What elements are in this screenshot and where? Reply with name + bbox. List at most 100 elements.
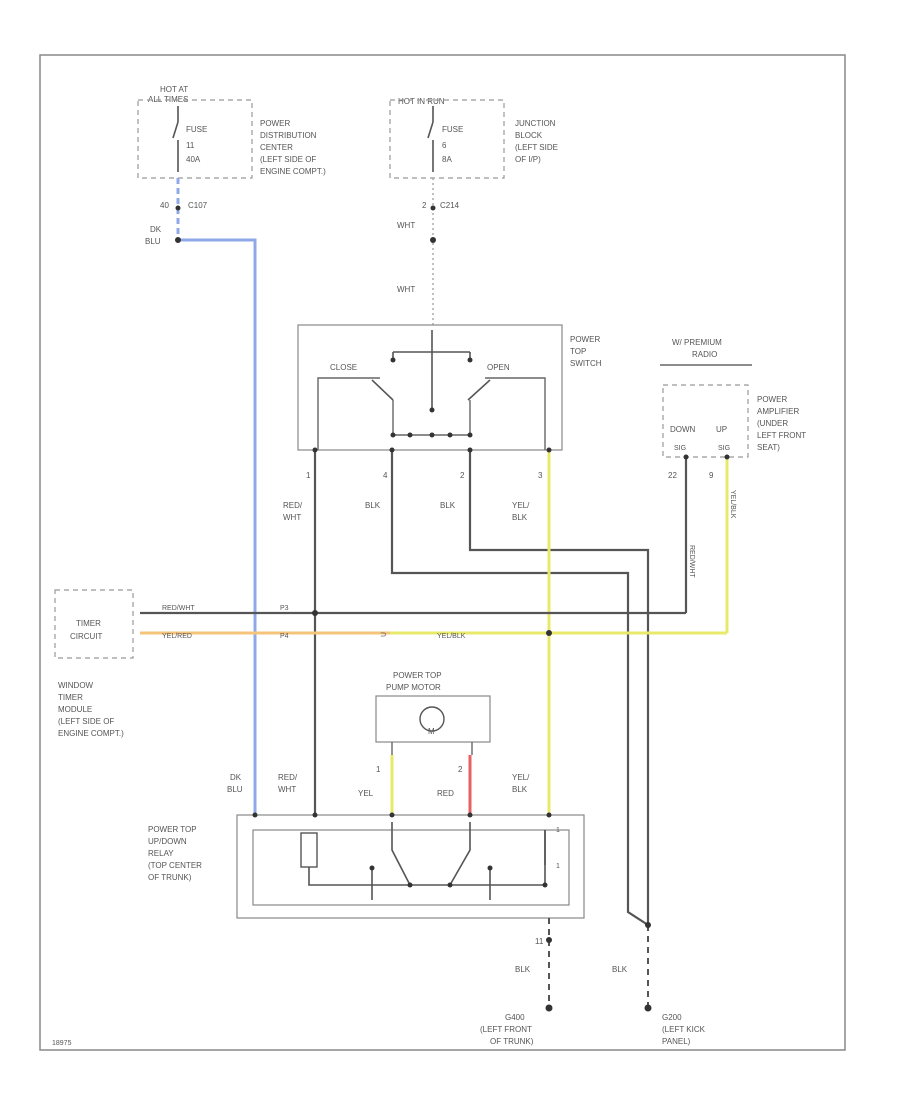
power-top-pump-motor: POWER TOP PUMP MOTOR M 1 2 bbox=[375, 671, 491, 774]
svg-text:OF I/P): OF I/P) bbox=[515, 155, 541, 164]
svg-text:WHT: WHT bbox=[397, 285, 415, 294]
svg-text:FUSE: FUSE bbox=[186, 125, 207, 134]
svg-text:RADIO: RADIO bbox=[692, 350, 717, 359]
diagram-frame bbox=[39, 54, 846, 1051]
svg-text:(TOP CENTER: (TOP CENTER bbox=[148, 861, 202, 870]
svg-text:(LEFT FRONT: (LEFT FRONT bbox=[480, 1025, 532, 1034]
svg-text:LEFT FRONT: LEFT FRONT bbox=[757, 431, 806, 440]
svg-text:11: 11 bbox=[535, 937, 544, 946]
svg-text:2: 2 bbox=[422, 201, 427, 210]
svg-text:CLOSE: CLOSE bbox=[330, 363, 357, 372]
svg-text:BLK: BLK bbox=[515, 965, 531, 974]
svg-text:4: 4 bbox=[383, 471, 388, 480]
svg-text:POWER: POWER bbox=[260, 119, 290, 128]
svg-text:POWER: POWER bbox=[757, 395, 787, 404]
svg-text:(UNDER: (UNDER bbox=[757, 419, 788, 428]
svg-text:PANEL): PANEL) bbox=[662, 1037, 691, 1046]
svg-text:YEL/RED: YEL/RED bbox=[162, 633, 192, 640]
svg-text:BLU: BLU bbox=[227, 785, 243, 794]
svg-text:RED/: RED/ bbox=[283, 501, 303, 510]
wire-blk-pin4 bbox=[390, 450, 649, 926]
fuse-hot-in-run: HOT IN RUN FUSE 6 8A JUNCTION BLOCK (LEF… bbox=[389, 97, 558, 294]
junction-block-label: JUNCTION BLOCK (LEFT SIDE OF I/P) bbox=[515, 119, 558, 164]
svg-text:8A: 8A bbox=[442, 155, 452, 164]
svg-text:(LEFT SIDE OF: (LEFT SIDE OF bbox=[260, 155, 316, 164]
svg-text:BLOCK: BLOCK bbox=[515, 131, 543, 140]
fuse-hot-at-all-times: HOT AT ALL TIMES FUSE 11 40A POWER DISTR… bbox=[137, 85, 326, 246]
svg-text:⊃: ⊃ bbox=[380, 630, 387, 639]
svg-text:40: 40 bbox=[160, 201, 169, 210]
svg-text:1: 1 bbox=[376, 765, 381, 774]
svg-text:MODULE: MODULE bbox=[58, 705, 92, 714]
svg-text:JUNCTION: JUNCTION bbox=[515, 119, 556, 128]
svg-text:HOT IN RUN: HOT IN RUN bbox=[398, 97, 445, 106]
window-timer-module: TIMER CIRCUIT WINDOW TIMER MODULE (LEFT … bbox=[54, 589, 134, 738]
svg-text:YEL: YEL bbox=[358, 789, 374, 798]
svg-text:11: 11 bbox=[186, 141, 195, 150]
svg-text:TIMER: TIMER bbox=[76, 619, 101, 628]
svg-text:1: 1 bbox=[306, 471, 311, 480]
svg-text:CIRCUIT: CIRCUIT bbox=[70, 632, 103, 641]
ground-g400-label: G400 (LEFT FRONT OF TRUNK) bbox=[480, 1013, 534, 1046]
svg-text:2: 2 bbox=[460, 471, 465, 480]
svg-text:2: 2 bbox=[458, 765, 463, 774]
svg-text:W/ PREMIUM: W/ PREMIUM bbox=[672, 338, 722, 347]
svg-text:WHT: WHT bbox=[278, 785, 296, 794]
wire-blk-pin2 bbox=[468, 450, 650, 925]
svg-text:OF TRUNK): OF TRUNK) bbox=[490, 1037, 534, 1046]
svg-text:40A: 40A bbox=[186, 155, 201, 164]
svg-text:BLU: BLU bbox=[145, 237, 161, 246]
svg-text:DK: DK bbox=[150, 225, 162, 234]
svg-text:C107: C107 bbox=[188, 201, 208, 210]
ground-g200-label: G200 (LEFT KICK PANEL) bbox=[662, 1013, 706, 1046]
svg-text:YEL/: YEL/ bbox=[512, 501, 530, 510]
svg-text:RED/: RED/ bbox=[278, 773, 298, 782]
svg-text:HOT AT: HOT AT bbox=[160, 85, 188, 94]
svg-text:YEL/BLK: YEL/BLK bbox=[729, 490, 736, 519]
svg-text:UP: UP bbox=[716, 425, 727, 434]
svg-text:1: 1 bbox=[556, 863, 560, 870]
svg-text:DISTRIBUTION: DISTRIBUTION bbox=[260, 131, 317, 140]
svg-text:DOWN: DOWN bbox=[670, 425, 696, 434]
svg-text:PUMP MOTOR: PUMP MOTOR bbox=[386, 683, 441, 692]
power-amplifier: W/ PREMIUM RADIO DOWN UP SIG SIG POWER A… bbox=[660, 338, 806, 480]
svg-text:OPEN: OPEN bbox=[487, 363, 510, 372]
svg-text:G200: G200 bbox=[662, 1013, 682, 1022]
svg-text:6: 6 bbox=[442, 141, 447, 150]
svg-text:BLK: BLK bbox=[512, 513, 528, 522]
power-distribution-center-label: POWER DISTRIBUTION CENTER (LEFT SIDE OF … bbox=[260, 119, 326, 176]
svg-text:WINDOW: WINDOW bbox=[58, 681, 94, 690]
svg-text:M: M bbox=[428, 727, 435, 736]
svg-text:3: 3 bbox=[538, 471, 543, 480]
svg-text:UP/DOWN: UP/DOWN bbox=[148, 837, 187, 846]
power-top-up-down-relay: POWER TOP UP/DOWN RELAY (TOP CENTER OF T… bbox=[148, 814, 585, 919]
svg-text:P3: P3 bbox=[280, 605, 289, 612]
svg-text:WHT: WHT bbox=[283, 513, 301, 522]
svg-text:RED/WHT: RED/WHT bbox=[688, 545, 695, 578]
svg-text:(LEFT SIDE OF: (LEFT SIDE OF bbox=[58, 717, 114, 726]
svg-text:ENGINE COMPT.): ENGINE COMPT.) bbox=[260, 167, 326, 176]
svg-text:C214: C214 bbox=[440, 201, 460, 210]
svg-text:P4: P4 bbox=[280, 633, 289, 640]
svg-text:ENGINE COMPT.): ENGINE COMPT.) bbox=[58, 729, 124, 738]
svg-text:(LEFT KICK: (LEFT KICK bbox=[662, 1025, 706, 1034]
svg-text:(LEFT SIDE: (LEFT SIDE bbox=[515, 143, 558, 152]
svg-text:BLK: BLK bbox=[365, 501, 381, 510]
svg-text:RED: RED bbox=[437, 789, 454, 798]
svg-text:POWER: POWER bbox=[570, 335, 600, 344]
svg-text:RED/WHT: RED/WHT bbox=[162, 605, 195, 612]
svg-text:AMPLIFIER: AMPLIFIER bbox=[757, 407, 799, 416]
svg-text:FUSE: FUSE bbox=[442, 125, 463, 134]
svg-text:TOP: TOP bbox=[570, 347, 586, 356]
svg-text:SWITCH: SWITCH bbox=[570, 359, 602, 368]
svg-text:9: 9 bbox=[709, 471, 714, 480]
svg-text:BLK: BLK bbox=[612, 965, 628, 974]
svg-text:BLK: BLK bbox=[512, 785, 528, 794]
svg-text:G400: G400 bbox=[505, 1013, 525, 1022]
svg-text:CENTER: CENTER bbox=[260, 143, 293, 152]
svg-text:22: 22 bbox=[668, 471, 677, 480]
svg-text:YEL/BLK: YEL/BLK bbox=[437, 633, 466, 640]
svg-text:BLK: BLK bbox=[440, 501, 456, 510]
svg-text:SIG: SIG bbox=[674, 445, 686, 452]
